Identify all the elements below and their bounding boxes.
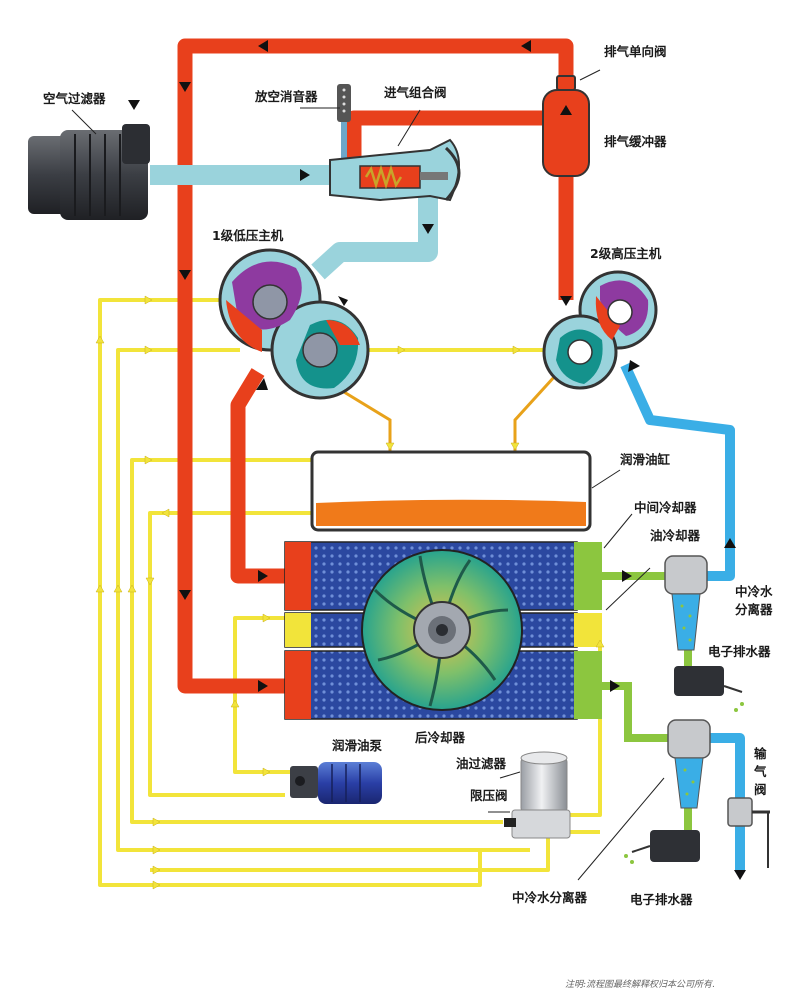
label-drain-top: 电子排水器 <box>708 644 771 659</box>
intake-valve <box>329 138 461 202</box>
footnote: 注明:流程图最终解释权归本公司所有. <box>565 979 715 990</box>
label-stage2: 2级高压主机 <box>590 246 662 261</box>
separator-top <box>664 555 708 651</box>
label-separator-bottom: 中冷水分离器 <box>512 890 588 905</box>
label-buffer: 排气缓冲器 <box>604 134 667 149</box>
callout-lines <box>71 69 665 881</box>
label-aftercooler: 后冷却器 <box>415 730 466 745</box>
oil-drip-lines <box>343 374 557 458</box>
oil-pump <box>290 762 382 804</box>
drain-bottom <box>624 830 700 864</box>
label-oil-cooler: 油冷却器 <box>650 528 701 543</box>
cooling-fan <box>361 549 523 711</box>
check-valve <box>556 75 576 91</box>
diagram-labels: 空气过滤器 放空消音器 进气组合阀 排气单向阀 排气缓冲器 1级低压主机 2级高… <box>43 44 773 990</box>
flow-arrows <box>128 40 746 880</box>
oil-flow-arrows <box>95 295 605 890</box>
label-oil-pump: 润滑油泵 <box>332 738 383 753</box>
discharge-buffer <box>542 89 590 177</box>
stage1-compressor <box>218 248 370 400</box>
water-lines <box>620 362 745 872</box>
oil-tank <box>310 450 592 532</box>
label-drain-bottom: 电子排水器 <box>630 892 693 907</box>
label-intercooler: 中间冷却器 <box>634 500 697 515</box>
air-filter-unit <box>28 124 150 220</box>
label-oil-tank: 润滑油缸 <box>620 452 671 467</box>
oil-filter <box>511 751 571 839</box>
delivery-valve <box>727 797 770 868</box>
label-separator-top-2: 分离器 <box>735 602 773 617</box>
label-delivery-1: 输 <box>754 746 767 761</box>
separator-bottom <box>667 719 711 809</box>
label-pressure-valve: 限压阀 <box>470 788 508 803</box>
label-stage1: 1级低压主机 <box>212 228 284 243</box>
label-intake-valve: 进气组合阀 <box>384 85 447 100</box>
drain-top <box>674 666 744 712</box>
label-vent-silencer: 放空消音器 <box>254 89 318 104</box>
label-separator-top-1: 中冷水 <box>735 584 773 599</box>
vent-silencer <box>337 84 351 164</box>
label-oil-filter: 油过滤器 <box>456 756 507 771</box>
label-delivery-3: 阀 <box>754 782 767 797</box>
label-air-filter: 空气过滤器 <box>43 91 106 106</box>
stage2-compressor <box>542 270 658 390</box>
pressure-valve <box>504 818 516 827</box>
intake-arrow-icon <box>128 100 140 110</box>
label-delivery-2: 气 <box>753 764 767 779</box>
label-check-valve: 排气单向阀 <box>604 44 667 59</box>
